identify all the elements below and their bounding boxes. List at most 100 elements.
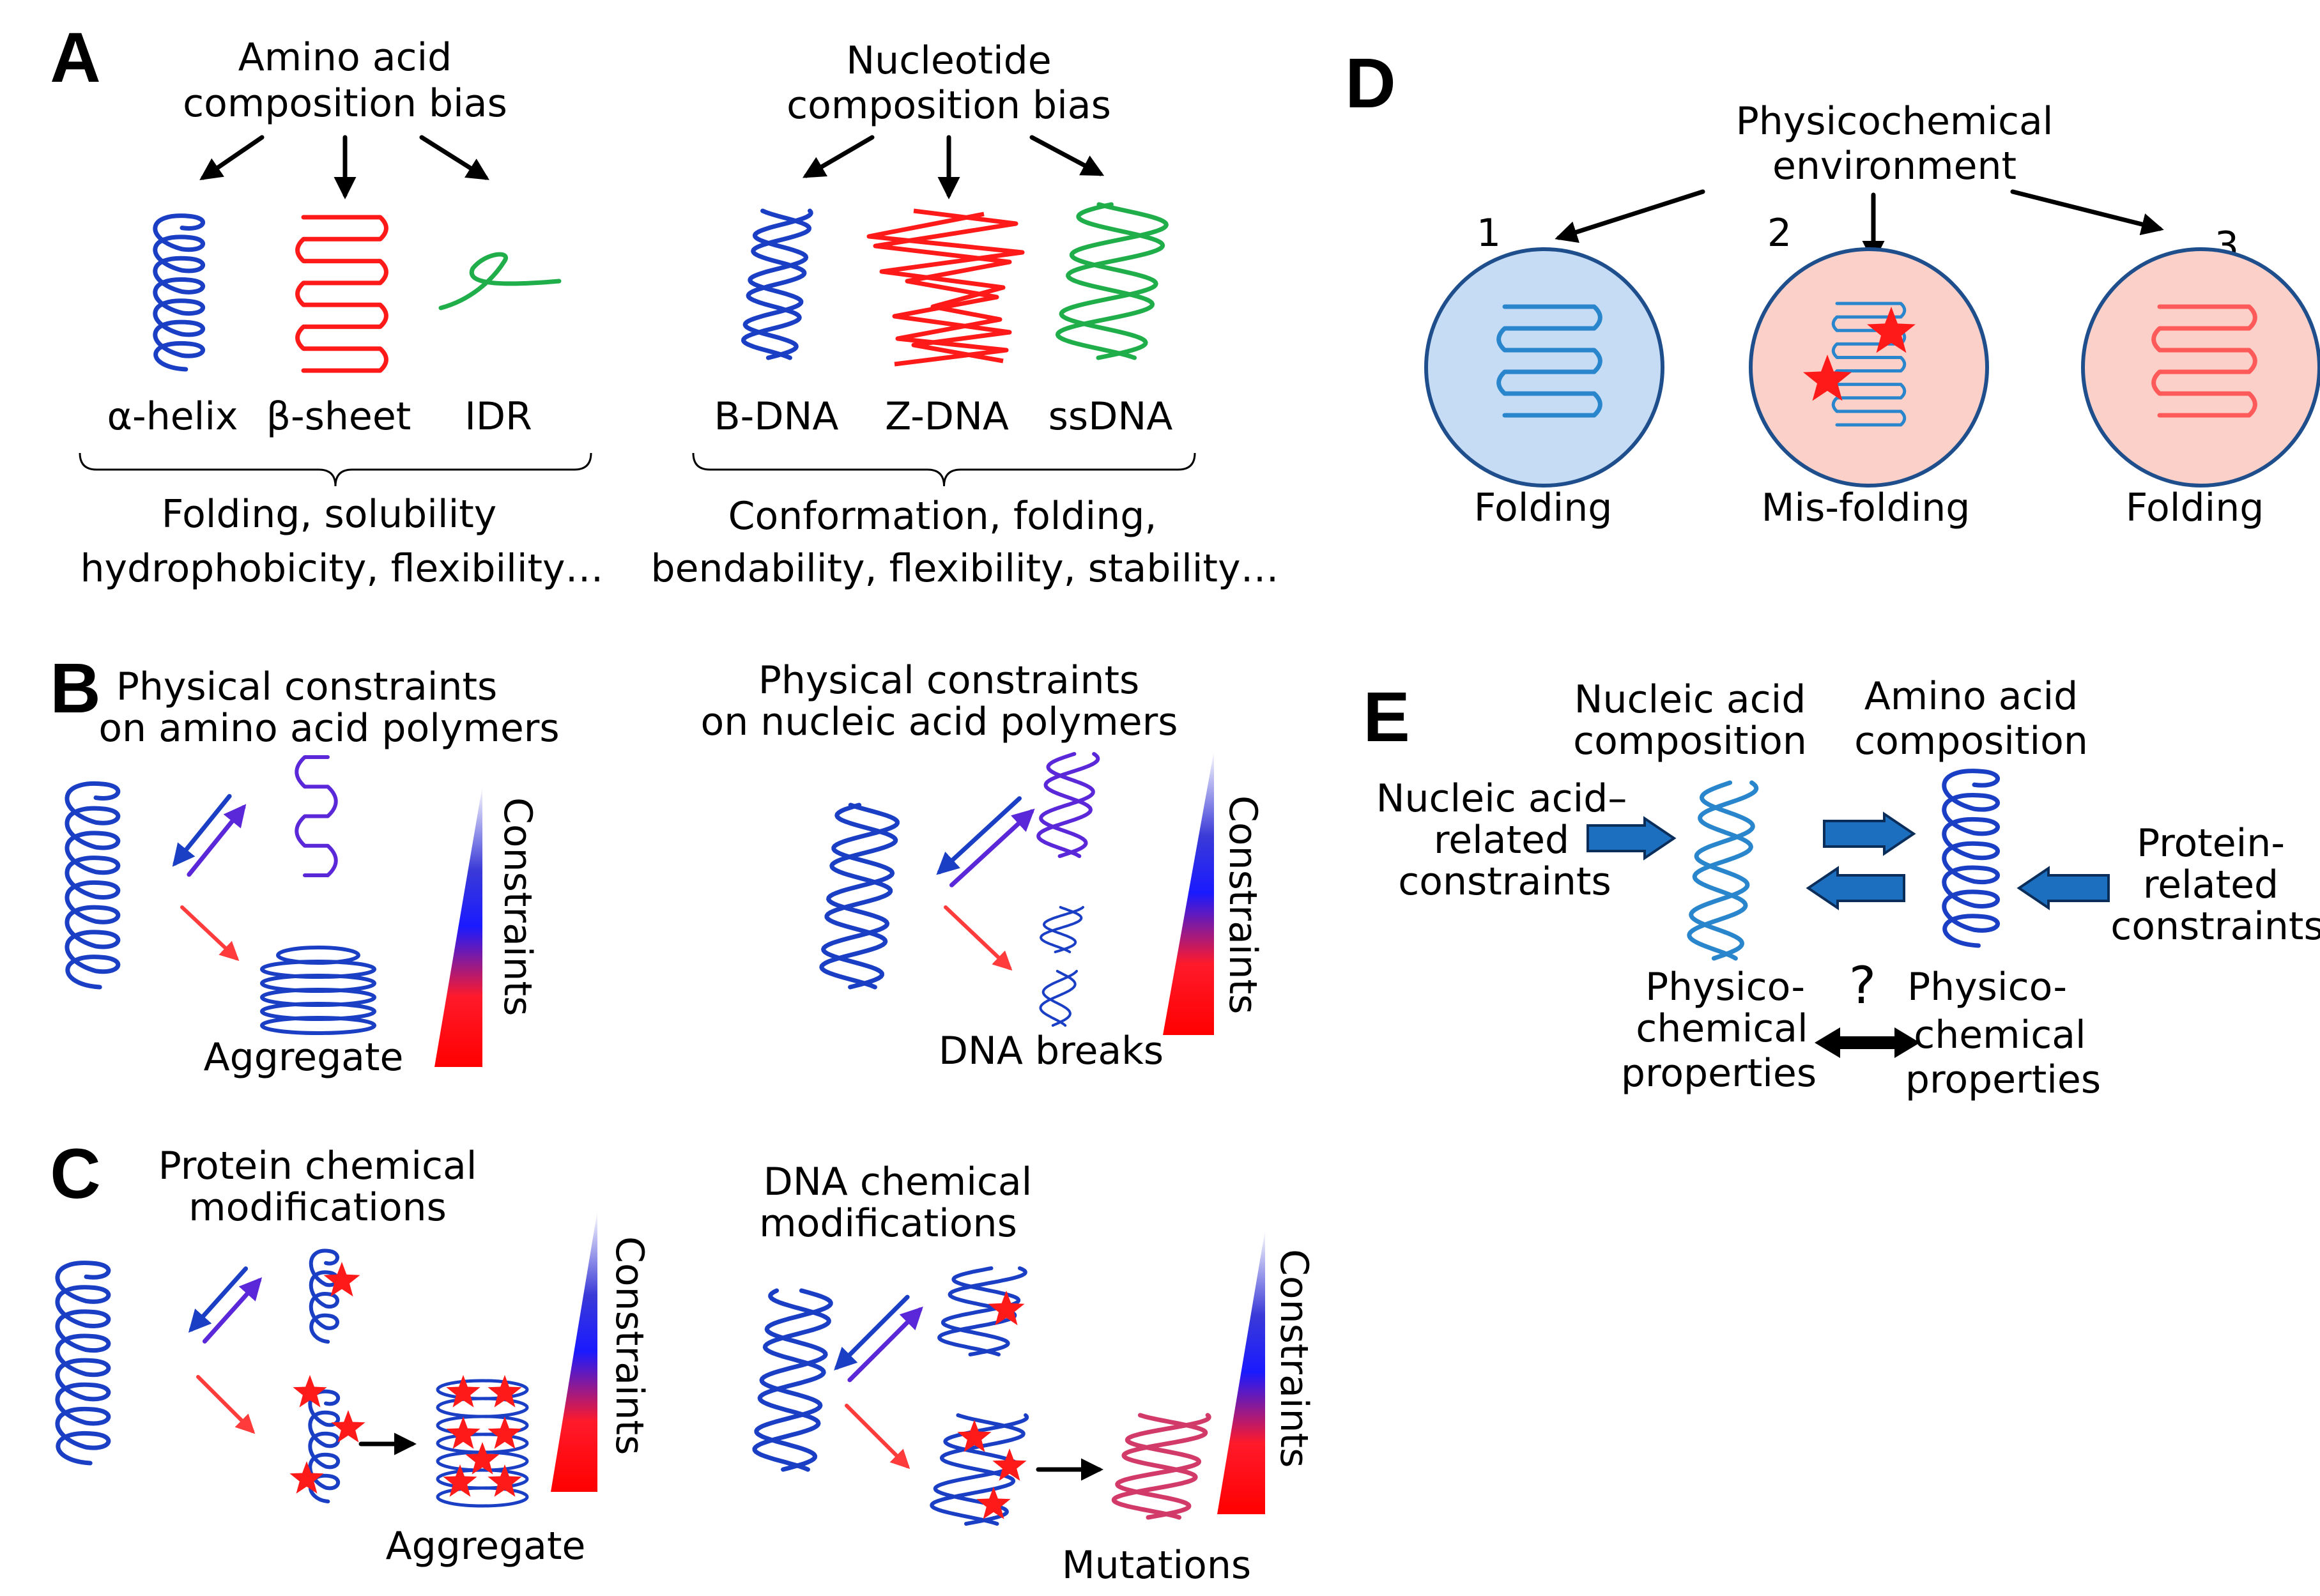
panel-c-misfolded-protein: [308, 1389, 340, 1503]
beta-sheet-label: β-sheet: [266, 394, 411, 439]
panel-c-dna-constraint-gradient: [1217, 1230, 1265, 1514]
panel-a-dna-heading-line-1: Nucleotide: [846, 38, 1051, 83]
panel-e-nucleic-constraints-line-2: related: [1434, 818, 1569, 863]
panel-b-broken-dna-lower-strand-2: [1039, 970, 1077, 1027]
panel-e-amino-heading-line-1: Amino acid: [1864, 674, 2078, 719]
panel-a-letter: A: [50, 19, 100, 97]
z-dna-strand-1: [866, 211, 1025, 367]
panel-c-letter: C: [50, 1135, 100, 1213]
panel-c-dna-heading-line-1: DNA chemical: [764, 1160, 1033, 1204]
panel-c-dna-constraints-label: Constraints: [1271, 1249, 1316, 1468]
panel-c-dna-red-arrow: [845, 1404, 910, 1469]
panel-c-aggregate-star-7: [465, 1442, 500, 1475]
panel-e-protein-constraints-line-1: Protein-: [2137, 821, 2285, 866]
panel-c-modification-star: [323, 1262, 360, 1297]
panel-d-heading-line-1: Physicochemical: [1736, 99, 2054, 144]
panel-a-arrow-to-helix: [199, 135, 265, 180]
panel-c-dna-star-3: [976, 1487, 1011, 1519]
panel-e-nucleic-properties-line-3: properties: [1621, 1051, 1817, 1096]
panel-b-protein-helix: [65, 781, 121, 990]
alpha-helix-label: α-helix: [107, 394, 238, 439]
panel-d-letter: D: [1345, 44, 1395, 123]
ss-dna-shape-strand-1: [1059, 202, 1169, 360]
panel-c-dna-reversible-arrows-forward: [847, 1306, 923, 1383]
state-2-number: 2: [1767, 211, 1792, 256]
b-dna-label: B-DNA: [714, 394, 839, 439]
ss-dna-shape-strand-2: [1055, 202, 1165, 360]
idr-shape: [438, 252, 562, 311]
panel-b-broken-dna-upper: [1040, 906, 1084, 953]
panel-c-mutated-dna-strand-2: [1111, 1413, 1208, 1520]
panel-b-distorted-dna-strand-2: [1036, 752, 1100, 858]
panel-c-aggregate-star-3: [446, 1416, 480, 1449]
panel-b-letter: B: [50, 649, 100, 728]
panel-e-nucleic-helix: [1687, 780, 1759, 961]
panel-c-dna-helix-strand-2: [752, 1288, 831, 1472]
panel-c-aggregate-coil: [436, 1397, 529, 1418]
panel-e-nucleic-properties-line-2: chemical: [1636, 1006, 1808, 1051]
panel-e-nucleic-properties-line-1: Physico-: [1645, 965, 1805, 1009]
panel-c-star-3: [289, 1461, 324, 1494]
panel-e-protein-helix: [1942, 769, 2000, 948]
panel-a-protein-heading-line-1: Amino acid: [238, 35, 452, 80]
panel-d-heading-line-2: environment: [1772, 144, 2017, 188]
state-1-number: 1: [1477, 211, 1501, 256]
panel-b-misfolded-protein: [295, 755, 338, 877]
state-1-folded-protein: [1496, 304, 1602, 418]
panel-c-protein-red-arrow: [196, 1375, 256, 1434]
panel-a-dna-properties-line-1: Conformation, folding,: [728, 494, 1157, 539]
panel-e-amino-heading-line-2: composition: [1854, 719, 2088, 763]
panel-b-dna-breaks-label: DNA breaks: [939, 1029, 1164, 1073]
panel-b-aggregate-label: Aggregate: [204, 1035, 404, 1080]
state-2-circle: [1749, 247, 1989, 487]
panel-e-forward-block-arrow: [1823, 811, 1916, 856]
ss-dna-shape: [1055, 202, 1169, 360]
panel-b-dna-red-arrow: [944, 905, 1013, 971]
state-1-circle: [1424, 247, 1664, 487]
panel-c-protein-helix: [55, 1261, 111, 1466]
panel-c-star-1: [293, 1375, 327, 1408]
ss-dna-label: ssDNA: [1049, 394, 1173, 439]
panel-c-aggregate-star-5: [443, 1464, 477, 1497]
panel-e-protein-constraints-line-3: constraints: [2110, 904, 2320, 949]
state-3-label: Folding: [2126, 486, 2264, 530]
panel-c-modified-protein: [309, 1248, 339, 1344]
panel-b-protein-reversible-arrows-backward: [172, 794, 232, 867]
state-1-label: Folding: [1474, 486, 1613, 530]
panel-e-nucleic-constraints-line-1: Nucleic acid–: [1376, 776, 1627, 821]
panel-a-dna-properties-line-2: bendability, flexibility, stability…: [651, 546, 1279, 591]
panel-b-protein-reversible-arrows-forward: [187, 804, 247, 877]
panel-b-dna-constraints-label: Constraints: [1220, 795, 1265, 1014]
panel-b-broken-dna-lower-strand-1: [1041, 970, 1078, 1027]
panel-b-dna-helix-strand-2: [819, 802, 898, 990]
panel-c-aggregate-label: Aggregate: [386, 1524, 586, 1569]
panel-b-protein-constraint-gradient: [434, 786, 482, 1067]
panel-c-dna-star-2: [992, 1448, 1027, 1481]
panel-e-protein-properties-line-3: properties: [1905, 1057, 2101, 1102]
panel-b-aggregate-coil: [260, 1016, 376, 1035]
panel-e-nucleic-heading-line-1: Nucleic acid: [1574, 677, 1806, 722]
panel-b-protein-constraints-label: Constraints: [495, 797, 540, 1016]
panel-c-protein-heading-line-2: modifications: [188, 1185, 447, 1230]
panel-b-distorted-dna-strand-1: [1039, 752, 1095, 858]
panel-b-dna-reversible-arrows-backward: [936, 796, 1022, 875]
panel-c-dna-heading-line-2: modifications: [759, 1201, 1017, 1246]
panel-c-mutations-label: Mutations: [1062, 1543, 1251, 1588]
panel-b-broken-dna-upper-strand-2: [1040, 906, 1083, 953]
panel-c-aggregate-star-1: [446, 1375, 480, 1408]
panel-b-dna-heading-line-1: Physical constraints: [758, 658, 1140, 703]
panel-c-star-2: [331, 1410, 365, 1443]
panel-e-protein-properties-line-2: chemical: [1914, 1013, 2086, 1057]
panel-c-protein-reversible-arrows-forward: [202, 1277, 263, 1344]
panel-e-letter: E: [1363, 678, 1410, 756]
panel-c-dna-helix: [752, 1288, 833, 1472]
panel-b-dna-constraint-gradient: [1163, 751, 1214, 1035]
panel-c-modified-dna-strand-1: [941, 1266, 1021, 1356]
panel-a-protein-properties-line-2: hydrophobicity, flexibility…: [80, 546, 603, 591]
panel-c-protein-constraint-gradient: [551, 1211, 597, 1492]
panel-a-arrow-to-ssdna: [1029, 135, 1105, 176]
z-dna-label: Z-DNA: [885, 394, 1009, 439]
panel-c-dna-star-1: [957, 1420, 992, 1452]
